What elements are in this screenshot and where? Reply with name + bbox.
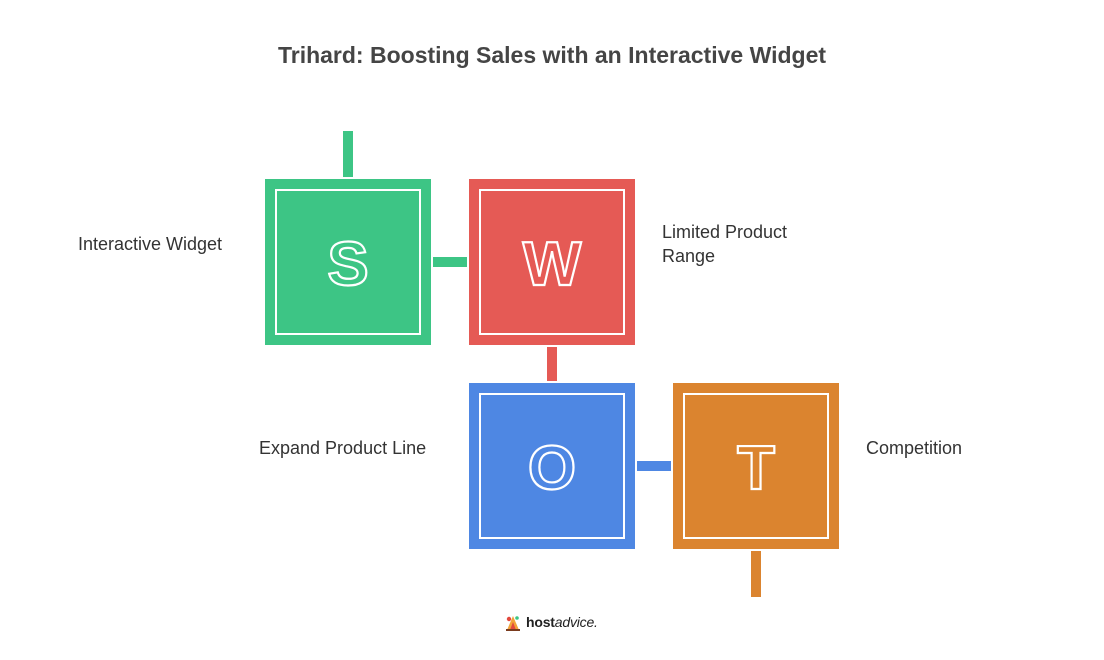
hostadvice-logo-icon: [506, 616, 520, 631]
threats-bottom-connector: [751, 551, 761, 597]
threats-tile-frame: [683, 393, 829, 539]
opportunities-tile-frame: [479, 393, 625, 539]
strengths-letter-graphic: S: [326, 229, 370, 300]
opportunities-tile: O: [469, 383, 635, 549]
hostadvice-wordmark: hostadvice.: [526, 614, 598, 630]
hostadvice-brand: hostadvice.: [504, 611, 598, 633]
threats-letter: T: [737, 434, 775, 503]
weaknesses-letter-graphic: W: [522, 229, 583, 300]
opportunities-letter-graphic: O: [527, 433, 577, 504]
diagram-title: Trihard: Boosting Sales with an Interact…: [277, 42, 827, 68]
strengths-letter: S: [327, 230, 368, 299]
opportunities-label: Expand Product Line: [259, 438, 427, 458]
weaknesses-tile: W: [469, 179, 635, 345]
strengths-label: Interactive Widget: [78, 234, 223, 254]
weaknesses-opportunities-connector: [547, 347, 557, 381]
strengths-tile: S: [265, 179, 431, 345]
strengths-top-connector: [343, 131, 353, 177]
strengths-weaknesses-connector: [433, 257, 467, 267]
weaknesses-tile-frame: [479, 189, 625, 335]
strengths-tile-frame: [275, 189, 421, 335]
weaknesses-label: Limited Product Range: [662, 222, 788, 266]
threats-tile: T: [673, 383, 839, 549]
threats-label: Competition: [866, 438, 963, 458]
opportunities-letter: O: [528, 434, 576, 503]
weaknesses-letter: W: [523, 230, 582, 299]
threats-letter-graphic: T: [736, 433, 776, 504]
opportunities-threats-connector: [637, 461, 671, 471]
